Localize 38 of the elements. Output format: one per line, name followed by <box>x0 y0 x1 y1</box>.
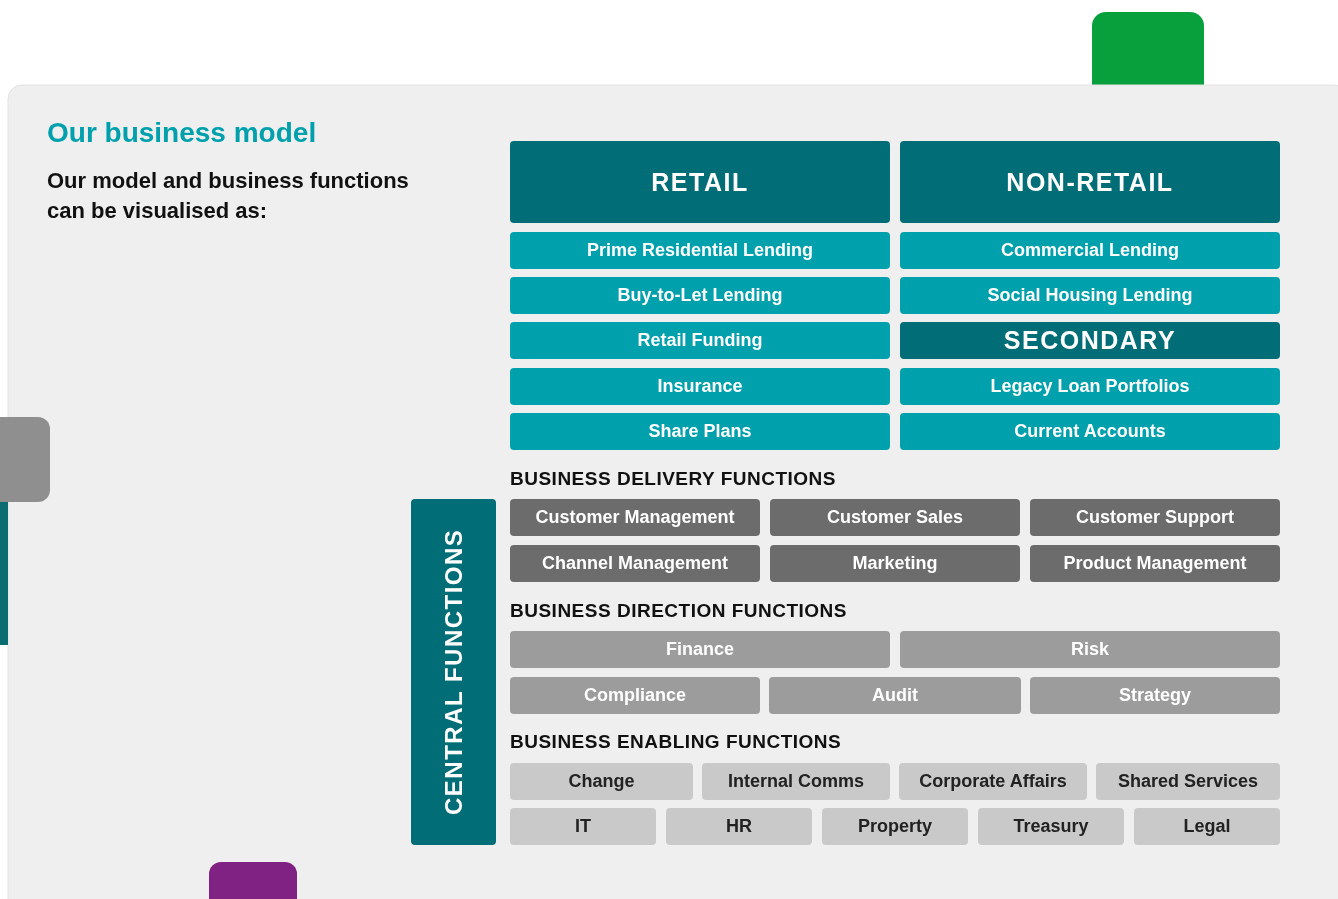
function-box: Commercial Lending <box>900 232 1280 269</box>
function-box: Property <box>822 808 968 845</box>
function-box: Strategy <box>1030 677 1280 714</box>
function-box: Legal <box>1134 808 1280 845</box>
function-box: Internal Comms <box>702 763 890 800</box>
function-box: Audit <box>769 677 1021 714</box>
header-box: CENTRAL FUNCTIONS <box>411 499 496 845</box>
function-box: Finance <box>510 631 890 668</box>
header-box: SECONDARY <box>900 322 1280 359</box>
function-box: Buy-to-Let Lending <box>510 277 890 314</box>
function-box: Legacy Loan Portfolios <box>900 368 1280 405</box>
function-box: Channel Management <box>510 545 760 582</box>
function-box: Social Housing Lending <box>900 277 1280 314</box>
function-box: Treasury <box>978 808 1124 845</box>
function-box: Shared Services <box>1096 763 1280 800</box>
function-box: Current Accounts <box>900 413 1280 450</box>
function-box: Share Plans <box>510 413 890 450</box>
section-heading: BUSINESS DELIVERY FUNCTIONS <box>510 468 837 490</box>
function-box: Product Management <box>1030 545 1280 582</box>
header-box: RETAIL <box>510 141 890 223</box>
function-box: Prime Residential Lending <box>510 232 890 269</box>
function-box: Corporate Affairs <box>899 763 1087 800</box>
function-box: Retail Funding <box>510 322 890 359</box>
function-box: Customer Sales <box>770 499 1020 536</box>
subtitle: Our model and business functions can be visualised as: <box>47 167 410 225</box>
function-box: Compliance <box>510 677 760 714</box>
function-box: HR <box>666 808 812 845</box>
function-box: Insurance <box>510 368 890 405</box>
function-box: Risk <box>900 631 1280 668</box>
header-box: NON-RETAIL <box>900 141 1280 223</box>
function-box: Change <box>510 763 693 800</box>
function-box: Customer Management <box>510 499 760 536</box>
function-box: Marketing <box>770 545 1020 582</box>
section-heading: BUSINESS DIRECTION FUNCTIONS <box>510 600 849 622</box>
title: Our business model <box>47 117 318 149</box>
function-box: Customer Support <box>1030 499 1280 536</box>
section-heading: BUSINESS ENABLING FUNCTIONS <box>510 731 843 753</box>
function-box: IT <box>510 808 656 845</box>
